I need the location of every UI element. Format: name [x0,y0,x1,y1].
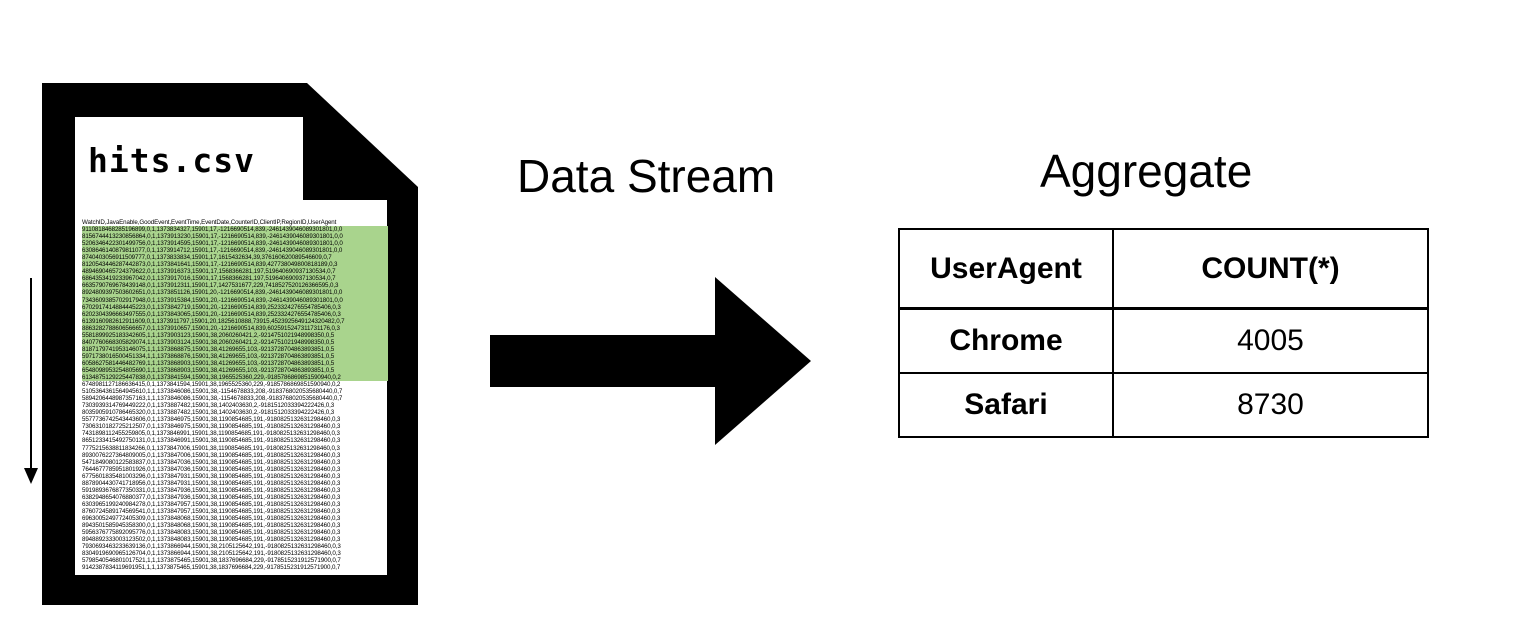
scroll-down-arrow-icon [24,278,38,484]
csv-row-highlighted: 9110818468285196899,0,1,1373834327,15901… [82,226,388,234]
csv-row: 8035905910786465320,0,1,1373887482,15901… [82,409,335,417]
csv-row: 7306310182725212507,0,1,1373846975,15901… [82,423,341,431]
csv-row-highlighted: 6134875129225447838,0,1,1373841594,15901… [82,374,388,382]
csv-row: 7775215638811834266,0,1,1373847006,15901… [82,444,340,452]
csv-row-highlighted: 8120543446287442873,0,1,1373841641,15901… [82,261,388,269]
csv-row-highlighted: 6635790769678439148,0,1,1373912311,15901… [82,282,388,290]
csv-row-highlighted: 8187179741953146075,1,1,1373868875,15901… [82,345,388,353]
csv-row-highlighted: 8740403056911509777,0,1,1373833834,15901… [82,254,388,262]
csv-row-highlighted: 5581899925183342605,1,1,1373903123,15901… [82,331,388,339]
csv-row: 6963005249772405309,0,1,1373848068,15901… [82,514,341,522]
csv-row: 8304919690965126704,0,1,1373866944,15901… [82,550,341,558]
csv-row: 7303939314769449222,0,1,1373887482,15901… [82,402,335,410]
data-stream-label: Data Stream [517,150,776,202]
csv-row: 9142387834119691951,1,1,1373875465,15901… [82,564,341,572]
count-cell: 4005 [1112,307,1429,374]
csv-row: 6303965199240984278,0,1,1373847957,15901… [82,500,341,508]
user-agent-cell: Chrome [898,307,1114,374]
csv-row: 5956376775892095776,0,1,1373848083,15901… [82,529,341,537]
csv-row: 6775601835481003296,0,1,1373847931,15901… [82,472,341,480]
csv-row: 7644677785951801926,0,1,1373847036,15901… [82,465,341,473]
csv-row: 5105364361564945610,1,1,1373846086,15901… [82,388,343,396]
csv-preview: WatchID,JavaEnable,GoodEvent,EventTime,E… [82,219,388,573]
csv-row-highlighted: 6139160982612911609,0,1,1373911797,15901… [82,317,388,325]
csv-row-highlighted: 6058627581446482769,1,1,1373868903,15901… [82,359,388,367]
csv-row-highlighted: 4894690465724379622,0,1,1373916373,15901… [82,268,388,276]
csv-row-highlighted: 8156744413230856864,0,1,1373913230,15901… [82,233,388,241]
csv-row: 6748981127186636415,0,1,1373841594,15901… [82,381,341,389]
csv-row: 8943501585945358300,0,1,1373848068,15901… [82,522,341,530]
csv-row-highlighted: 8407760668305829074,1,1,1373903124,15901… [82,338,388,346]
csv-row: 7930693463233639136,0,1,1373866944,15901… [82,543,341,551]
aggregate-column-header: UserAgent [898,228,1114,310]
csv-row-highlighted: 6202304396663497555,0,1,1373843065,15901… [82,310,388,318]
csv-row-highlighted: 5971738016500451334,1,1,1373868876,15901… [82,352,388,360]
aggregate-column-header: COUNT(*) [1112,228,1429,310]
csv-row-highlighted: 6308646140879811077,0,1,1373914712,15901… [82,247,388,255]
csv-row: 5919893676877350331,0,1,1373847936,15901… [82,486,341,494]
csv-row: 8930076227364809005,0,1,1373847006,15901… [82,451,341,459]
csv-row: 8948892333003123502,0,1,1373848083,15901… [82,536,341,544]
stream-arrow-icon [490,277,811,445]
csv-row: 5798540546801017521,1,1,1373875465,15901… [82,557,341,565]
csv-row-highlighted: 6702917414884445223,0,1,1373842719,15901… [82,303,388,311]
aggregate-title: Aggregate [1040,145,1253,197]
csv-row-highlighted: 8863282788606566657,0,1,1373910657,15901… [82,324,388,332]
csv-row-highlighted: 6548098953254805690,1,1,1373868903,15901… [82,366,388,375]
csv-row: 6382948654076880377,0,1,1373847936,15901… [82,493,341,501]
csv-row-highlighted: 5206346422301499756,0,1,1373914595,15901… [82,240,388,248]
csv-row: 5577736742543443606,0,1,1373846975,15901… [82,416,341,424]
csv-row: 8878904430741718956,0,1,1373847931,15901… [82,479,341,487]
csv-row-highlighted: 6864353419233967042,0,1,1373917016,15901… [82,275,388,283]
csv-row: 7431898112455259805,0,1,1373846991,15901… [82,430,340,438]
csv-row: 8760724589174569541,0,1,1373847957,15901… [82,507,341,515]
count-cell: 8730 [1112,372,1429,438]
csv-row: 8651233415492750131,0,1,1373846991,15901… [82,437,341,445]
csv-row: 5894206448987357163,1,1,1373846086,15901… [82,395,343,403]
user-agent-cell: Safari [898,372,1114,438]
csv-row: WatchID,JavaEnable,GoodEvent,EventTime,E… [82,219,337,226]
csv-row: 5471849080122583837,0,1,1373847036,15901… [82,458,341,466]
file-title: hits.csv [88,141,255,180]
csv-row-highlighted: 7343609385702917948,0,1,1373915384,15901… [82,296,388,304]
csv-row-highlighted: 8924809397503602651,0,1,1373851126,15901… [82,289,388,297]
